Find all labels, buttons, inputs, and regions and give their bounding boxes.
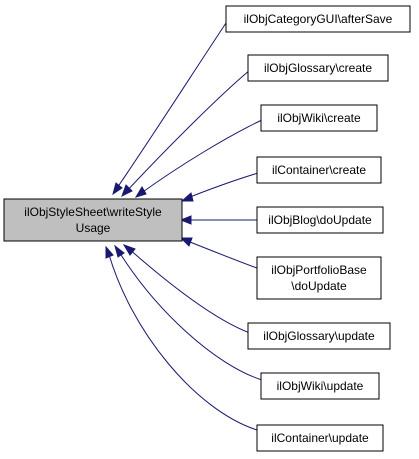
caller-node-label: ilObjBlog\doUpdate [268,213,372,227]
caller-node-label: ilObjWiki\create [277,111,361,125]
caller-node-box [260,372,380,400]
edge-wiki-update [117,249,263,381]
edge-portfolio-doUpdate [184,239,258,269]
edge-glossary-update [127,247,251,334]
caller-node-box [256,424,384,452]
edge-wiki-create-arrowhead [134,186,147,198]
caller-node-wiki-create[interactable]: ilObjWiki\create [260,104,378,132]
caller-node-portfolio-doupdate[interactable]: ilObjPortfolioBase \doUpdate [256,256,382,300]
edge-afterSave-arrowhead [112,182,123,196]
caller-node-glossary-update[interactable]: ilObjGlossary\update [247,322,391,350]
caller-node-label: ilContainer\update [271,431,369,445]
edge-glossary-create-arrowhead [121,184,133,198]
edge-wiki-create [139,119,263,195]
caller-node-label: ilObjCategoryGUI\afterSave [244,12,393,26]
focus-node[interactable]: ilObjStyleSheet\writeStyle Usage [3,198,183,242]
edge-container-update [107,250,258,431]
caller-node-container-update[interactable]: ilContainer\update [256,424,384,452]
caller-node-category-aftersave[interactable]: ilObjCategoryGUI\afterSave [225,5,411,33]
caller-node-label-line2: \doUpdate [291,279,347,293]
focus-node-label-line2: Usage [76,221,111,235]
caller-node-wiki-update[interactable]: ilObjWiki\update [260,372,380,400]
caller-node-label: ilObjGlossary\create [264,61,372,75]
focus-node-box [3,198,183,242]
caller-node-label: ilContainer\create [272,163,366,177]
focus-node-label-line1: ilObjStyleSheet\writeStyle [24,205,162,219]
caller-node-box [256,206,384,234]
edge-portfolio-doUpdate-arrowhead [179,237,193,247]
caller-node-box [247,322,391,350]
edge-container-update-arrowhead [105,245,114,259]
caller-node-box [260,104,378,132]
edges [105,19,263,431]
edge-glossary-update-arrowhead [122,244,136,256]
caller-node-box [225,5,411,33]
edge-wiki-update-arrowhead [114,244,125,258]
caller-node-label: ilObjGlossary\update [263,329,375,343]
edge-container-create [184,172,259,200]
edge-container-create-arrowhead [180,192,194,202]
caller-node-box [256,256,382,300]
edge-blog-doUpdate-arrowhead [179,215,192,225]
caller-node-container-create[interactable]: ilContainer\create [256,156,382,184]
edge-afterSave [114,19,229,192]
caller-node-box [256,156,382,184]
caller-node-label-line1: ilObjPortfolioBase [271,263,367,277]
caller-node-blog-doupdate[interactable]: ilObjBlog\doUpdate [256,206,384,234]
caller-node-box [247,54,389,82]
caller-node-glossary-create[interactable]: ilObjGlossary\create [247,54,389,82]
edge-glossary-create [124,69,251,194]
caller-node-label: ilObjWiki\update [277,379,364,393]
